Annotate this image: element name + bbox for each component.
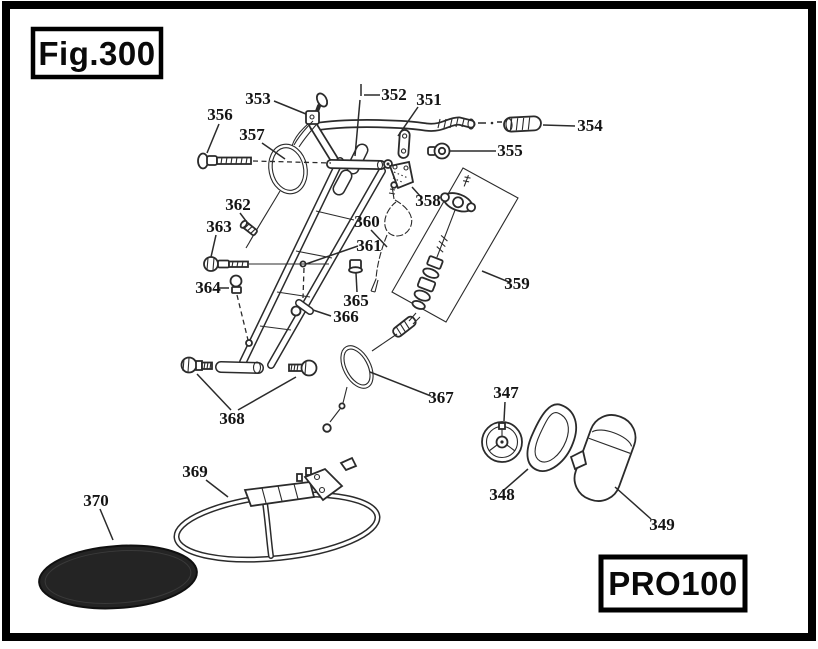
part-370-mat <box>38 544 198 610</box>
part-label-361: 361 <box>356 236 382 255</box>
part-354-grip <box>503 115 542 133</box>
part-352-pin <box>354 84 362 157</box>
part-label-359: 359 <box>504 274 530 293</box>
part-label-367: 367 <box>428 388 454 407</box>
part-353-throttle-lever <box>291 92 329 147</box>
figure-title-frame <box>30 26 164 80</box>
part-357-cable-loop <box>245 120 317 249</box>
part-label-352: 352 <box>381 85 407 104</box>
part-label-370: 370 <box>83 491 109 510</box>
part-label-353: 353 <box>245 89 271 108</box>
part-351-handlebar <box>308 116 502 170</box>
figure-title-box: Fig.300 <box>30 26 164 80</box>
part-label-362: 362 <box>225 195 251 214</box>
part-label-357: 357 <box>239 125 265 144</box>
part-label-366: 366 <box>333 307 359 326</box>
part-label-348: 348 <box>489 485 515 504</box>
part-label-365: 365 <box>343 291 369 310</box>
part-label-347: 347 <box>493 383 519 402</box>
part-363-bolt <box>203 256 329 272</box>
model-badge-frame <box>598 554 748 613</box>
part-label-355: 355 <box>497 141 523 160</box>
part-label-351: 351 <box>416 90 442 109</box>
part-362-screw <box>239 219 258 236</box>
part-label-364: 364 <box>195 278 221 297</box>
part-label-360: 360 <box>354 212 380 231</box>
part-358-bracket <box>388 160 415 200</box>
model-label: PRO100 <box>608 565 738 602</box>
handlebar-strap-link <box>397 129 411 159</box>
handle-frame <box>215 143 386 374</box>
part-356-bolt <box>197 152 332 170</box>
part-348-belt <box>526 403 577 472</box>
part-364-bolt <box>229 274 253 347</box>
part-labels: 347 348 349 351 352 353 354 355 356 357 … <box>83 85 675 534</box>
part-label-363: 363 <box>206 217 232 236</box>
part-label-356: 356 <box>207 105 233 124</box>
part-365-nut <box>348 259 363 274</box>
part-367-cable <box>322 312 421 433</box>
leader-lines <box>99 94 652 541</box>
part-label-354: 354 <box>577 116 603 135</box>
model-badge-box: PRO100 <box>598 554 748 613</box>
part-359-throttle-assembly-inset <box>391 167 519 323</box>
part-label-368: 368 <box>219 409 245 428</box>
part-368-bolts <box>180 356 318 377</box>
part-349-cover <box>569 414 637 502</box>
figure-title: Fig.300 <box>38 35 155 72</box>
part-label-358: 358 <box>415 191 441 210</box>
part-label-369: 369 <box>182 462 208 481</box>
part-360-throttle-cable <box>370 181 413 293</box>
part-347-pulley <box>481 421 523 463</box>
part-label-349: 349 <box>649 515 675 534</box>
part-355-eyelet <box>427 142 451 160</box>
part-366-bolt <box>290 267 314 317</box>
part-369-guard-frame <box>173 456 381 563</box>
diagram-artwork <box>38 84 637 610</box>
